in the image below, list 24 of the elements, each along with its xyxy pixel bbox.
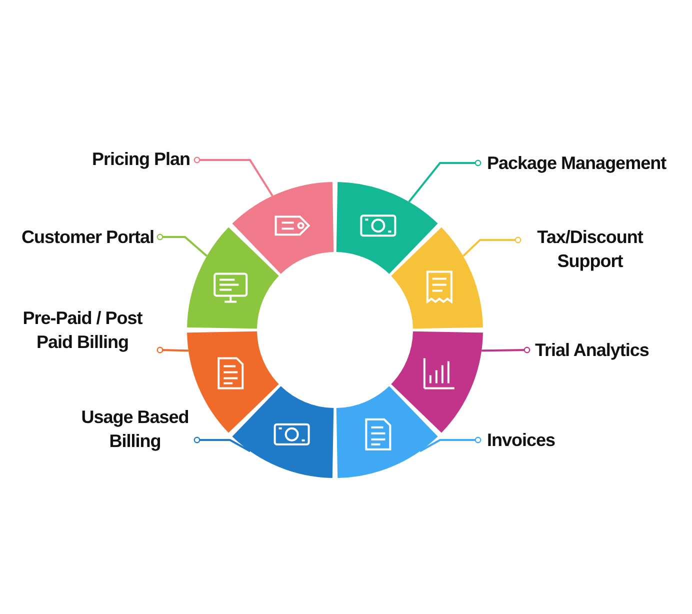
feature-label: Tax/Discount Support <box>525 225 655 273</box>
ring-segment <box>391 331 483 433</box>
feature-label: Pre-Paid / Post Paid Billing <box>10 306 155 354</box>
feature-label: Trial Analytics <box>535 338 649 362</box>
leader-line <box>482 346 530 354</box>
leader-line <box>408 160 482 202</box>
ring-segment <box>336 386 438 478</box>
leader-line <box>462 236 522 257</box>
ring-segment <box>391 227 483 329</box>
leader-line <box>156 234 208 257</box>
ring-segment <box>187 227 279 329</box>
feature-label: Package Management <box>487 151 666 175</box>
leader-line <box>419 436 482 452</box>
leader-line <box>194 436 251 452</box>
leader-line <box>194 156 274 196</box>
feature-label: Pricing Plan <box>92 147 190 171</box>
leader-line <box>156 346 188 354</box>
feature-label: Customer Portal <box>21 225 154 249</box>
ring-segment <box>232 182 334 274</box>
feature-label: Invoices <box>487 428 556 452</box>
ring-segment <box>336 182 438 274</box>
ring-segment <box>187 331 279 433</box>
feature-label: Usage Based Billing <box>70 405 200 453</box>
ring-segment <box>232 386 334 478</box>
